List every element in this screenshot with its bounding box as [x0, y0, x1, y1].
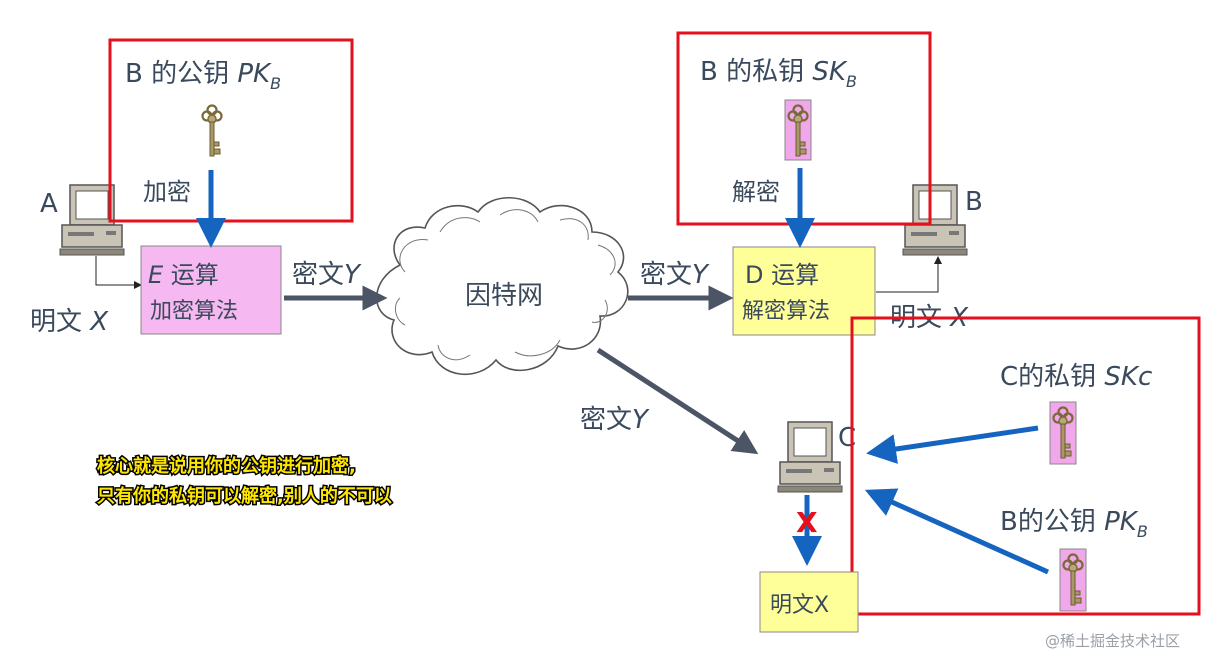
attacker-key1-label: C的私钥 SKc	[1000, 362, 1152, 392]
attacker-key2-arrow	[864, 488, 1050, 575]
public-key-icon	[201, 104, 223, 158]
receiver-label: B	[965, 187, 983, 217]
sender-label: A	[40, 189, 58, 219]
watermark: @稀土掘金技术社区	[1045, 632, 1180, 650]
svg-text:E 运算: E 运算	[148, 261, 219, 289]
decrypt-line2: 解密算法	[742, 299, 830, 324]
cipher-arrow-3	[596, 347, 759, 455]
encrypt-line1: 运算	[163, 261, 219, 289]
attacker-key2-label: B的公钥 PKB	[1000, 507, 1148, 541]
decrypt-line1: D 运算	[745, 261, 819, 289]
ciphertext-label-3: 密文Y	[580, 405, 650, 435]
note-line1: 核心就是说用你的公钥进行加密,	[97, 455, 356, 477]
a-to-encrypt-line	[95, 256, 142, 289]
attacker-key1-arrow	[866, 425, 1039, 464]
computer-c-icon	[777, 421, 843, 493]
attacker-result: 明文X	[770, 593, 829, 618]
private-key-panel: B 的私钥 SKB 解密	[676, 31, 932, 226]
public-key-panel: B 的公钥 PKB 加密	[108, 38, 354, 223]
encrypt-action-label: 加密	[143, 178, 191, 206]
note-line2: 只有你的私钥可以解密,别人的不可以	[97, 485, 392, 507]
blocked-mark: X	[796, 506, 818, 539]
attacker-result-box: 明文X	[759, 571, 859, 633]
decrypt-box: D 运算 解密算法	[732, 246, 876, 336]
decrypt-action-label: 解密	[732, 178, 780, 206]
encrypt-line2: 加密算法	[150, 299, 238, 324]
private-key-title: B 的私钥 SKB	[700, 57, 857, 91]
computer-b-icon	[902, 184, 968, 256]
encrypt-box: E 运算 加密算法	[140, 245, 282, 335]
cloud-label: 因特网	[465, 281, 543, 311]
encrypt-var: E	[148, 261, 164, 289]
ciphertext-label-2: 密文Y	[640, 260, 710, 290]
public-key-title: B 的公钥 PKB	[125, 59, 281, 93]
attacker-panel: C的私钥 SKc B的公钥 PKB	[850, 316, 1201, 616]
sender-plaintext: 明文 X	[30, 307, 109, 337]
internet-cloud: 因特网	[375, 196, 629, 375]
decrypt-to-b-line	[876, 256, 942, 293]
ciphertext-label-1: 密文Y	[292, 260, 362, 290]
